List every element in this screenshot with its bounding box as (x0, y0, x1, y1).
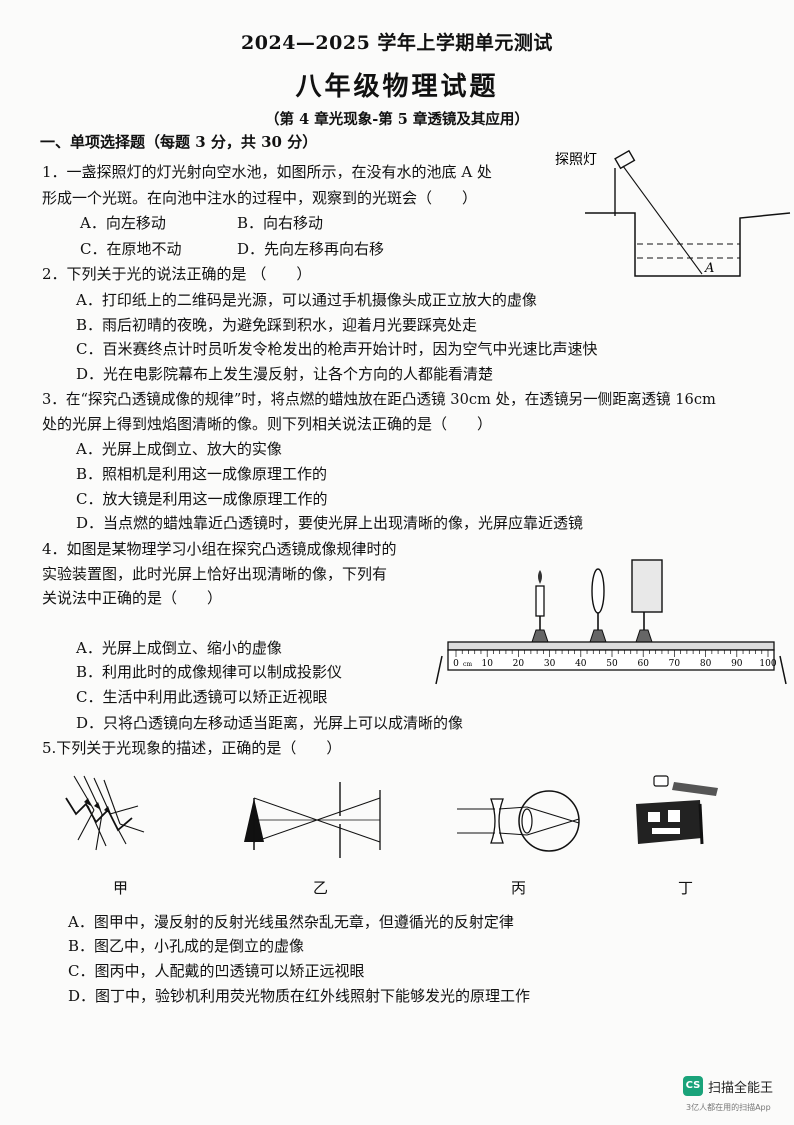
q1-option-c: C．在原地不动 (80, 240, 182, 258)
exam-subtitle: 八年级物理试题 (295, 72, 499, 102)
ruler-tick-label: 20 (513, 659, 525, 669)
fig-money-detector (636, 775, 718, 845)
ruler-tick-label: 100 (759, 659, 776, 669)
q4-option-b: B．利用此时的成像规律可以制成投影仪 (76, 663, 343, 681)
q3-option-d: D．当点燃的蜡烛靠近凸透镜时，要使光屏上出现清晰的像，光屏应靠近透镜 (76, 514, 584, 532)
q4-option-d: D．只将凸透镜向左移动适当距离，光屏上可以成清晰的像 (76, 714, 464, 732)
fig-label-yi: 乙 (313, 879, 329, 897)
ruler-tick-label: 50 (606, 659, 618, 669)
q5-option-b: B．图乙中，小孔成的是倒立的虚像 (68, 937, 305, 955)
q2-option-b: B．雨后初晴的夜晚，为避免踩到积水，迎着月光要踩亮处走 (76, 316, 478, 334)
q4-option-a: A．光屏上成倒立、缩小的虚像 (76, 639, 282, 657)
q1-stem-line1: 1．一盏探照灯的灯光射向空水池，如图所示，在没有水的池底 A 处 (42, 163, 492, 181)
ruler-tick-label: 10 (481, 659, 493, 669)
fig-eye-lens (457, 790, 580, 852)
ruler-tick-label: 40 (575, 659, 587, 669)
fig-pinhole (244, 782, 381, 858)
bench-ruler (447, 649, 775, 671)
q1-option-b: B．向右移动 (237, 214, 324, 232)
light-screen (631, 559, 663, 613)
q5-option-c: C．图丙中，人配戴的凹透镜可以矫正远视眼 (68, 962, 365, 980)
ruler-unit: cm (463, 661, 472, 668)
q2-option-d: D．光在电影院幕布上发生漫反射，让各个方向的人都能看清楚 (76, 365, 494, 383)
q3-option-c: C．放大镜是利用这一成像原理工作的 (76, 490, 328, 508)
exam-scope: （第 4 章光现象-第 5 章透镜及其应用） (265, 111, 529, 128)
searchlight-icon (614, 149, 636, 216)
q4-stem-line2: 实验装置图，此时光屏上恰好出现清晰的像，下列有 (42, 565, 388, 583)
q1-option-d: D．先向左移再向右移 (237, 240, 385, 258)
q1-pool-figure: 探照灯 A (555, 149, 791, 277)
ruler-labels: 0 10 20 30 40 50 60 70 80 90 100 (453, 659, 777, 669)
q4-optical-bench-figure: 0 10 20 30 40 50 60 70 80 90 100 cm (435, 559, 787, 685)
q1-point-a-label: A (704, 261, 714, 276)
bench-rail-top (447, 641, 775, 651)
ruler-tick-label: 60 (637, 659, 649, 669)
section-heading: 一、单项选择题（每题 3 分，共 30 分） (40, 133, 318, 151)
q4-option-c: C．生活中利用此透镜可以矫正近视眼 (76, 688, 328, 706)
ruler-tick-label: 80 (700, 659, 712, 669)
q5-stem: 5.下列关于光现象的描述，正确的是（ ） (42, 739, 342, 757)
q4-stem-line1: 4．如图是某物理学习小组在探究凸透镜成像规律时的 (42, 540, 397, 558)
q3-stem-line1: 3．在“探究凸透镜成像的规律”时，将点燃的蜡烛放在距凸透镜 30cm 处，在透镜… (42, 391, 716, 408)
ruler-tick-label: 30 (544, 659, 556, 669)
q2-stem: 2．下列关于光的说法正确的是 （ ） (42, 265, 312, 283)
q2-option-a: A．打印纸上的二维码是光源，可以通过手机摄像头成正立放大的虚像 (76, 291, 537, 309)
fig-label-bing: 丙 (511, 879, 527, 897)
light-ray (622, 165, 703, 275)
pool-outline (585, 212, 791, 277)
ruler-tick-label: 90 (731, 659, 743, 669)
q5-option-a: A．图甲中，漫反射的反射光线虽然杂乱无章，但遵循光的反射定律 (68, 913, 514, 931)
eyeball (518, 790, 580, 852)
exam-title: 2024—2025 学年上学期单元测试 (241, 32, 553, 54)
camscanner-logo-icon: CS (683, 1076, 703, 1096)
q1-lamp-label: 探照灯 (555, 152, 597, 168)
q1-stem-line2: 形成一个光斑。在向池中注水的过程中，观察到的光斑会（ ） (42, 189, 478, 207)
q2-option-c: C．百米赛终点计时员听发令枪发出的枪声开始计时，因为空气中光速比声速快 (76, 340, 598, 358)
ruler-tick-label: 70 (669, 659, 681, 669)
fig-label-ding: 丁 (678, 879, 694, 897)
convex-lens (591, 568, 605, 614)
fig-diffuse-reflection (65, 775, 145, 851)
q1-option-a: A．向左移动 (80, 214, 166, 232)
q3-option-b: B．照相机是利用这一成像原理工作的 (76, 465, 328, 483)
candle (535, 585, 545, 617)
q3-stem-line2: 处的光屏上得到烛焰图清晰的像。则下列相关说法正确的是（ ） (42, 415, 493, 433)
q3-option-a: A．光屏上成倒立、放大的实像 (76, 440, 282, 458)
ruler-tick-label: 0 (453, 659, 459, 669)
q4-stem-line3: 关说法中正确的是（ ） (42, 589, 223, 607)
candle-flame (538, 570, 542, 584)
ruler-minor-ticks (455, 650, 769, 657)
fig-label-jia: 甲 (113, 879, 129, 897)
camscanner-tagline: 3亿人都在用的扫描App (686, 1103, 771, 1112)
camscanner-name: 扫描全能王 (708, 1081, 774, 1096)
concave-lens (490, 798, 504, 844)
q5-option-d: D．图丁中，验钞机利用荧光物质在红外线照射下能够发光的原理工作 (68, 987, 531, 1005)
